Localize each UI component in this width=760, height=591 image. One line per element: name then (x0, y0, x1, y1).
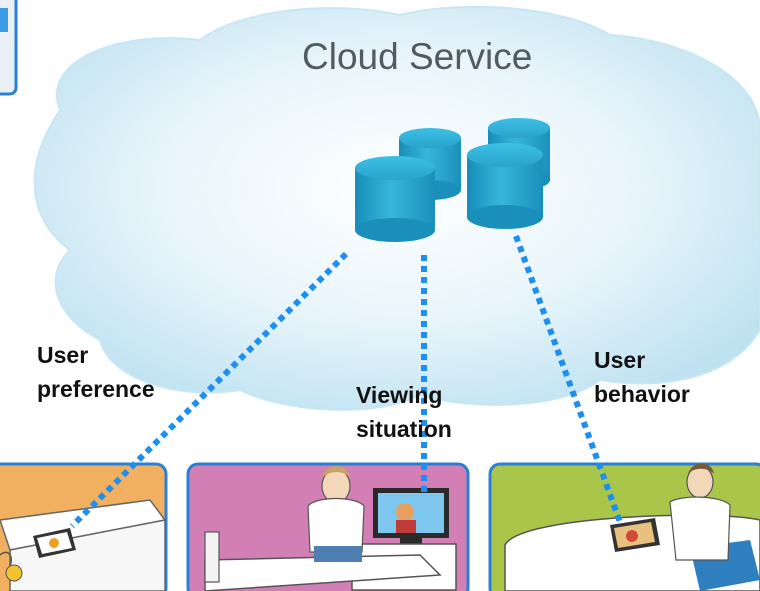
scene-sofa-tablet (488, 462, 760, 591)
person-icon (307, 466, 365, 562)
viewing-situation-line-2: situation (356, 416, 452, 442)
tablet-icon (33, 528, 76, 558)
user-preference-line-2: preference (37, 376, 155, 402)
user-preference-line-1: User (37, 342, 89, 368)
person-icon (669, 463, 731, 561)
viewing-situation-label: Viewing situation (356, 378, 452, 446)
cloud-service-title: Cloud Service (302, 36, 533, 77)
tablet-icon (610, 518, 660, 552)
connector-user-preference (69, 251, 349, 529)
user-behavior-line-2: behavior (594, 381, 690, 407)
viewing-situation-line-1: Viewing (356, 382, 443, 408)
device-icon-partial (0, 0, 18, 96)
scene-bedroom-tv (186, 462, 470, 591)
user-preference-label: User preference (37, 338, 155, 406)
user-behavior-line-1: User (594, 347, 646, 373)
scene-kitchen-tablet (0, 462, 168, 591)
database-cylinder (467, 143, 543, 229)
user-behavior-label: User behavior (594, 343, 690, 411)
connector-user-behavior (513, 234, 623, 524)
database-cylinder (355, 156, 435, 242)
tv-icon (373, 488, 449, 544)
